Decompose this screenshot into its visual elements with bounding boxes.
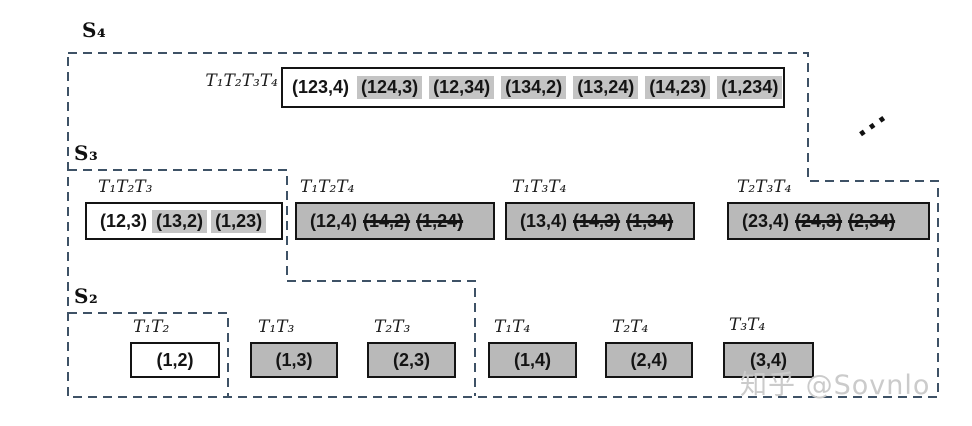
tuple-item: (1,3) <box>275 349 313 370</box>
tuple-item: (3,4) <box>749 349 787 370</box>
s4-partition-box: (123,4) (124,3) (12,34) (134,2) (13,24) … <box>281 67 785 108</box>
s2-group-label: T₁T₃ <box>258 317 295 337</box>
tuple-item: (13,24) <box>573 76 639 99</box>
zhihu-watermark: 知乎 @Sovnlo <box>740 370 931 401</box>
s3-dashed-boundary <box>68 169 476 396</box>
s3-group-label: T₁T₂T₃ <box>98 177 153 197</box>
tuple-item: (13,2) <box>152 209 208 233</box>
s2-partition-box: (1,2) <box>130 342 220 378</box>
s2-section-label: S₂ <box>74 284 99 308</box>
tuple-item: (1,24) <box>416 210 464 231</box>
s3-partition-box: (12,4) (14,2) (1,24) <box>295 202 495 240</box>
s2-group-label: T₁T₂ <box>133 317 170 337</box>
tuple-item: (14,3) <box>573 210 621 231</box>
s2-partition-box: (1,3) <box>250 342 338 378</box>
tuple-item: (24,3) <box>795 210 843 231</box>
tuple-item: (123,4) <box>292 77 350 97</box>
tuple-item: (2,4) <box>630 349 668 370</box>
s4-dashed-boundary <box>67 52 939 398</box>
tuple-item: (134,2) <box>501 76 567 99</box>
tuple-item: (13,4) <box>520 210 568 231</box>
tuple-item: (2,3) <box>392 349 430 370</box>
s2-group-label: T₁T₄ <box>494 317 531 337</box>
s2-partition-box: (3,4) <box>723 342 814 378</box>
s3-section-label: S₃ <box>74 141 99 165</box>
tuple-item: (124,3) <box>357 76 423 99</box>
s3-partition-box: (12,3) (13,2) (1,23) <box>85 202 283 240</box>
tuple-item: (12,34) <box>429 76 495 99</box>
s4-group-label: T₁T₂T₃T₄ <box>205 71 278 91</box>
tuple-item: (1,34) <box>626 210 674 231</box>
s3-partition-box: (23,4) (24,3) (2,34) <box>727 202 930 240</box>
tuple-item: (23,4) <box>742 210 790 231</box>
s4-section-label: S₄ <box>82 18 107 42</box>
tuple-item: (1,234) <box>717 76 783 99</box>
s3-group-label: T₁T₃T₄ <box>512 177 567 197</box>
tuple-item: (14,2) <box>363 210 411 231</box>
tuple-item: (1,4) <box>513 349 551 370</box>
s2-partition-box: (1,4) <box>488 342 577 378</box>
s2-dashed-boundary <box>68 312 229 396</box>
tuple-item: (2,34) <box>848 210 896 231</box>
s2-group-label: T₃T₄ <box>729 315 766 335</box>
tuple-item: (14,23) <box>645 76 711 99</box>
s2-group-label: T₂T₃ <box>374 317 411 337</box>
tuple-item: (1,2) <box>156 349 194 370</box>
s3-group-label: T₂T₃T₄ <box>737 177 792 197</box>
s2-partition-box: (2,3) <box>367 342 456 378</box>
tuple-item: (12,4) <box>310 210 358 231</box>
s3-partition-box: (13,4) (14,3) (1,34) <box>505 202 695 240</box>
s2-partition-box: (2,4) <box>605 342 693 378</box>
tuple-item: (12,3) <box>100 210 148 231</box>
tuple-item: (1,23) <box>211 209 267 233</box>
s3-group-label: T₁T₂T₄ <box>300 177 355 197</box>
s2-group-label: T₂T₄ <box>612 317 649 337</box>
